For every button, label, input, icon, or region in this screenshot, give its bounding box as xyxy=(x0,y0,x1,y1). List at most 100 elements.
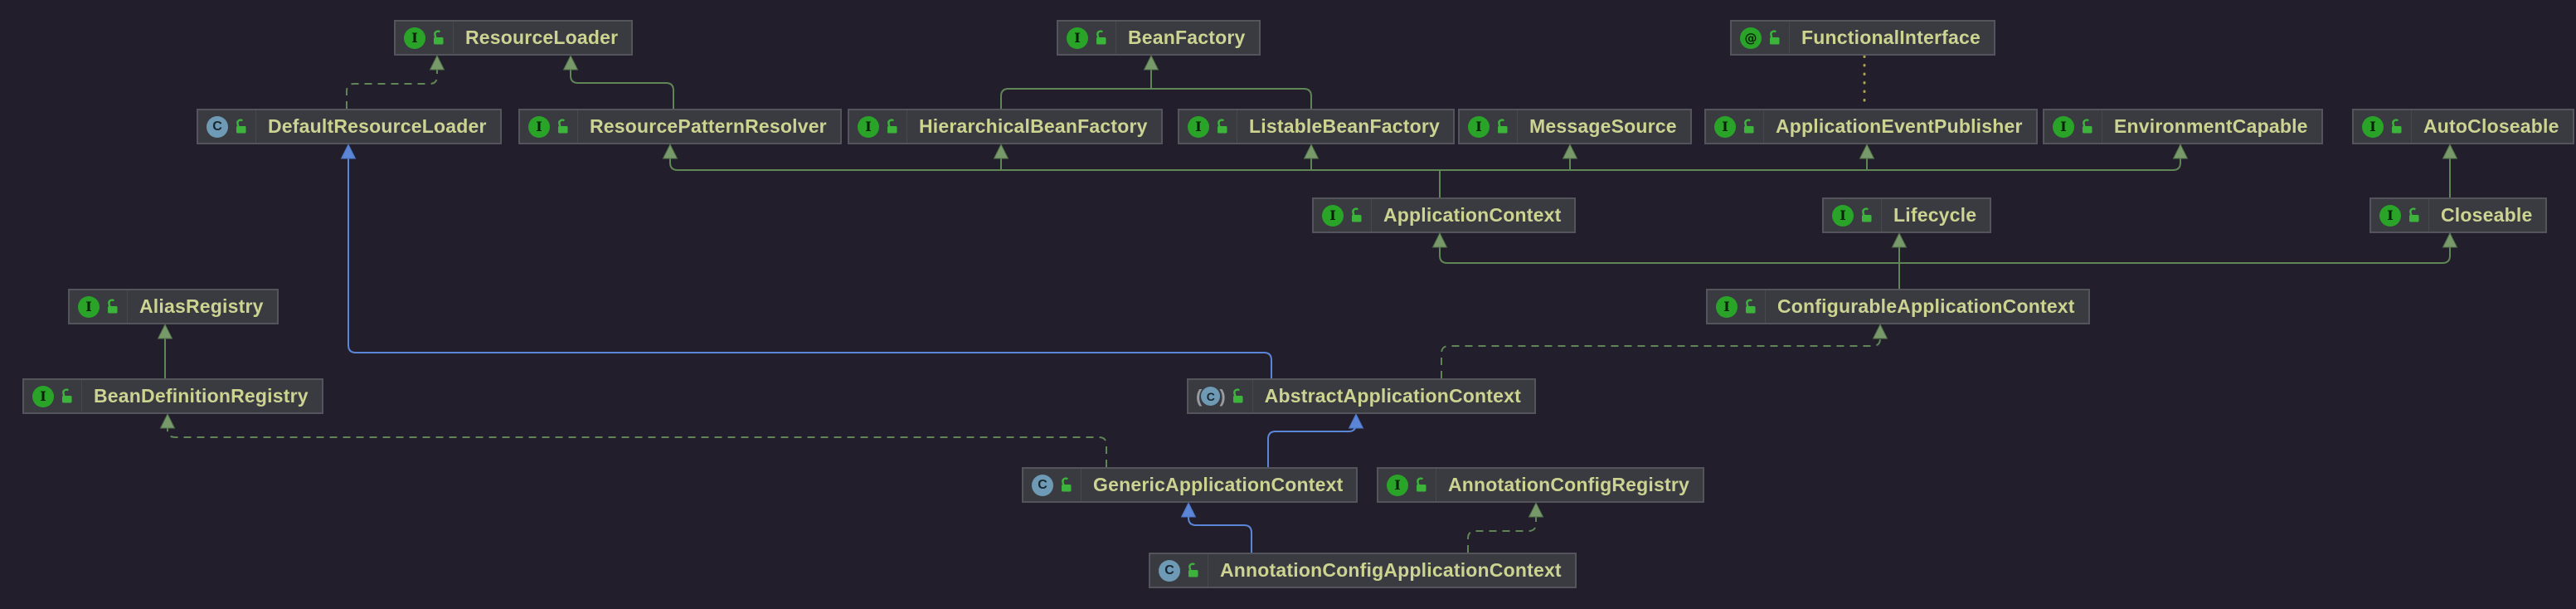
class-node-ResourceLoader[interactable]: I ResourceLoader xyxy=(394,20,634,56)
node-icons: I xyxy=(1708,290,1766,323)
public-lock-icon xyxy=(2083,119,2092,134)
public-lock-icon xyxy=(434,30,444,45)
arrowhead-icon xyxy=(993,143,1009,159)
class-node-AutoCloseable[interactable]: I AutoCloseable xyxy=(2352,109,2574,144)
class-node-label: Lifecycle xyxy=(1893,204,1977,226)
class-node-label: GenericApplicationContext xyxy=(1093,474,1344,495)
interface-icon: I xyxy=(1832,204,1854,227)
node-icons: (C) xyxy=(1188,380,1253,412)
class-node-ApplicationEventPublisher[interactable]: I ApplicationEventPublisher xyxy=(1704,109,2038,144)
class-node-label: AliasRegistry xyxy=(139,295,264,317)
class-node-label: AnnotationConfigRegistry xyxy=(1448,474,1689,495)
node-icons: I xyxy=(1824,199,1882,231)
arrowhead-icon xyxy=(662,143,678,159)
interface-icon: I xyxy=(528,115,550,138)
node-icons: I xyxy=(1314,199,1372,231)
public-lock-icon xyxy=(1232,388,1243,403)
interface-icon: I xyxy=(2379,204,2401,227)
interface-icon: I xyxy=(1322,204,1344,227)
edge-extends-bus-ApplicationContext-to-bus xyxy=(669,144,2181,171)
interface-icon: I xyxy=(1387,474,1408,496)
class-icon: C xyxy=(1159,559,1180,582)
interface-icon: I xyxy=(78,295,100,318)
node-icons: I xyxy=(1460,110,1518,143)
public-lock-icon xyxy=(887,119,897,134)
node-icons: I xyxy=(520,110,578,143)
class-node-AbstractApplicationContext[interactable]: (C)AbstractApplicationContext xyxy=(1187,378,1536,414)
node-icons: I xyxy=(2371,199,2429,231)
class-node-label: ConfigurableApplicationContext xyxy=(1777,295,2075,317)
class-icon: C xyxy=(1032,474,1053,496)
interface-icon: I xyxy=(1716,295,1738,318)
arrowhead-icon xyxy=(2172,143,2189,159)
arrowhead-icon xyxy=(1180,501,1197,518)
arrowhead-icon xyxy=(1348,412,1364,429)
class-node-GenericApplicationContext[interactable]: C GenericApplicationContext xyxy=(1022,467,1358,503)
public-lock-icon xyxy=(1498,119,1508,134)
class-node-AnnotationConfigRegistry[interactable]: I AnnotationConfigRegistry xyxy=(1377,467,1704,503)
public-lock-icon xyxy=(1188,563,1198,577)
public-lock-icon xyxy=(2409,207,2419,222)
arrowhead-icon xyxy=(340,143,357,159)
public-lock-icon xyxy=(1062,477,1072,492)
class-node-ApplicationContext[interactable]: I ApplicationContext xyxy=(1312,197,1577,233)
interface-icon: I xyxy=(1067,27,1088,49)
interface-icon: I xyxy=(2053,115,2074,138)
edge-implements-AbstractApplicationContext-to-ConfigurableApplicationContext xyxy=(1441,337,1881,378)
public-lock-icon xyxy=(2392,119,2402,134)
edge-extends-AnnotationConfigApplicationContext-to-GenericApplicationContext xyxy=(1188,515,1252,553)
class-node-label: ResourceLoader xyxy=(465,27,619,48)
arrowhead-icon xyxy=(1891,231,1908,248)
interface-icon: I xyxy=(2362,115,2384,138)
interface-icon: I xyxy=(32,385,54,407)
edge-extends-AbstractApplicationContext-to-DefaultResourceLoader xyxy=(348,157,1272,378)
node-icons: I xyxy=(849,110,907,143)
interface-icon: I xyxy=(1714,115,1736,138)
class-node-AliasRegistry[interactable]: I AliasRegistry xyxy=(68,289,279,324)
class-node-AnnotationConfigApplicationContext[interactable]: C AnnotationConfigApplicationContext xyxy=(1149,553,1577,588)
class-node-ConfigurableApplicationContext[interactable]: I ConfigurableApplicationContext xyxy=(1706,289,2090,324)
class-node-ListableBeanFactory[interactable]: I ListableBeanFactory xyxy=(1178,109,1456,144)
class-icon: C xyxy=(207,115,228,138)
node-icons: I xyxy=(396,22,454,54)
node-icons: I xyxy=(1378,469,1436,501)
public-lock-icon xyxy=(236,119,246,134)
public-lock-icon xyxy=(1770,30,1780,45)
arrowhead-icon xyxy=(2442,143,2458,159)
class-node-label: AnnotationConfigApplicationContext xyxy=(1220,559,1562,581)
arrowhead-icon xyxy=(2442,231,2458,248)
public-lock-icon xyxy=(1352,207,1362,222)
edge-extends-ResourcePatternResolver-to-ResourceLoader xyxy=(570,68,674,109)
public-lock-icon xyxy=(1746,299,1756,314)
class-node-FunctionalInterface[interactable]: @FunctionalInterface xyxy=(1730,20,1995,56)
class-node-label: ApplicationContext xyxy=(1383,204,1562,226)
public-lock-icon xyxy=(1096,30,1106,45)
node-icons: I xyxy=(1058,22,1116,54)
class-node-label: ListableBeanFactory xyxy=(1249,115,1441,137)
interface-icon: I xyxy=(404,27,425,49)
node-icons: C xyxy=(1150,554,1208,587)
arrowhead-icon xyxy=(1143,54,1159,71)
public-lock-icon xyxy=(1862,207,1872,222)
interface-icon: I xyxy=(1188,115,1209,138)
edge-extends-bus-HierarchicalBeanFactory-to-ListableBeanFactory xyxy=(1000,88,1312,109)
node-icons: I xyxy=(1179,110,1237,143)
node-icons: @ xyxy=(1732,22,1790,54)
class-node-label: ApplicationEventPublisher xyxy=(1776,115,2023,137)
node-icons: I xyxy=(24,380,82,412)
public-lock-icon xyxy=(1218,119,1227,134)
arrowhead-icon xyxy=(562,54,579,71)
class-node-label: AutoCloseable xyxy=(2423,115,2559,137)
arrowhead-icon xyxy=(157,323,173,339)
class-node-Lifecycle[interactable]: I Lifecycle xyxy=(1822,197,1992,233)
